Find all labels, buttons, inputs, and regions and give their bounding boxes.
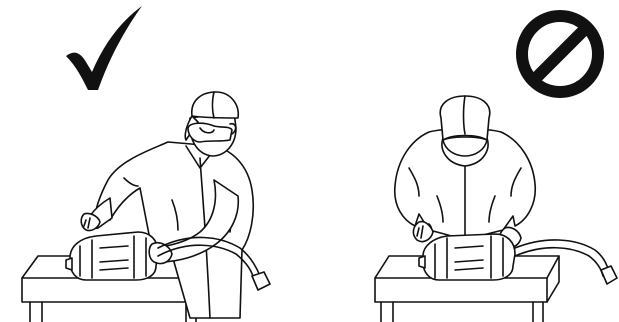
device	[419, 234, 515, 280]
worker-correct-illustration	[0, 0, 300, 322]
check-mark-icon	[62, 4, 144, 92]
worker-head	[440, 96, 490, 166]
worker-left-arm	[81, 198, 112, 231]
prohibited-icon	[512, 6, 608, 102]
worker-body	[96, 142, 253, 318]
panel-correct-posture	[0, 0, 300, 322]
